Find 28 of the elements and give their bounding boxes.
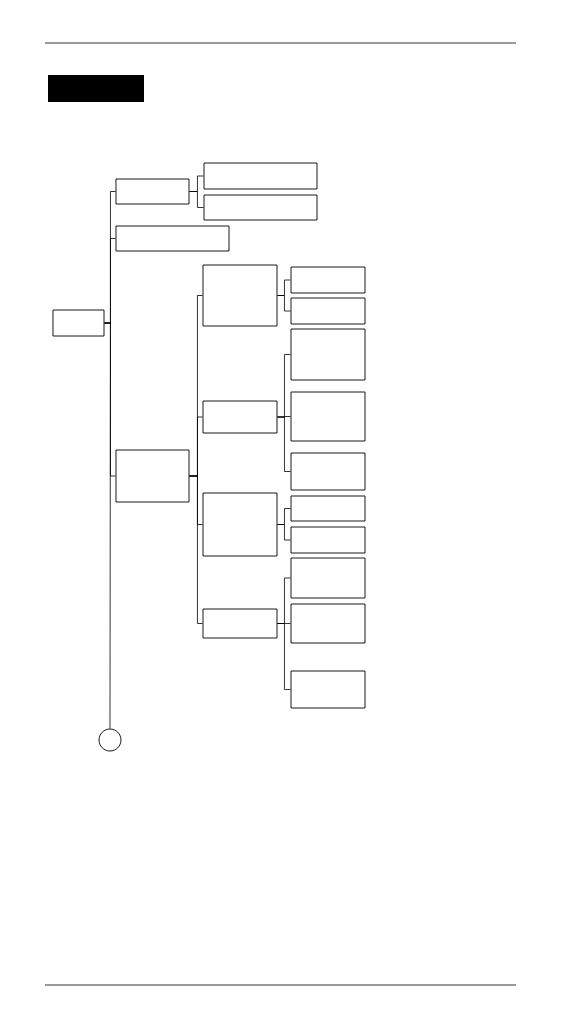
connector-line — [277, 416, 291, 472]
connector-line — [189, 191, 204, 208]
connector-line — [277, 524, 291, 541]
empty-box — [290, 266, 366, 294]
empty-box — [290, 526, 366, 554]
connector-line — [104, 322, 111, 729]
empty-box — [290, 495, 366, 522]
empty-box — [290, 557, 366, 599]
empty-box — [202, 264, 278, 327]
empty-box — [115, 449, 190, 503]
empty-box — [202, 400, 278, 434]
empty-box — [203, 162, 318, 190]
empty-box — [115, 225, 230, 252]
empty-box — [290, 328, 366, 381]
empty-box — [202, 492, 278, 557]
empty-box — [290, 603, 366, 644]
empty-box — [115, 178, 190, 205]
empty-box — [290, 297, 366, 325]
empty-box — [290, 452, 366, 491]
empty-box — [290, 391, 366, 442]
empty-box — [203, 194, 318, 221]
connector-line — [277, 295, 291, 312]
connector-line — [277, 623, 291, 690]
connector-line — [189, 475, 203, 624]
empty-box — [202, 608, 278, 639]
end-circle — [98, 728, 122, 752]
empty-box — [290, 670, 366, 709]
empty-box — [52, 309, 105, 337]
